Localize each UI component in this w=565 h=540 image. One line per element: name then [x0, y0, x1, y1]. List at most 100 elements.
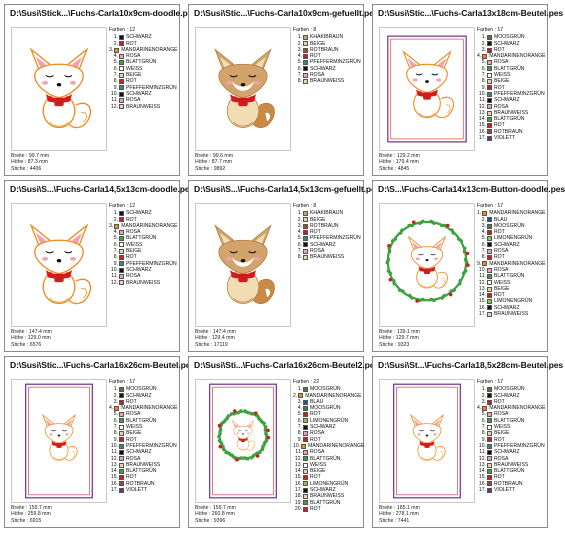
- color-swatch: [303, 500, 308, 506]
- color-row: 3. MOOSGRÜN: [477, 223, 545, 229]
- color-name: BEIGE: [310, 468, 326, 475]
- color-name: ROSA: [126, 97, 141, 104]
- color-row: 18. BRAUNWEISS: [293, 493, 361, 499]
- color-number: 14.: [478, 292, 486, 299]
- color-row: 15. ROT: [477, 474, 545, 480]
- color-number: 4.: [113, 229, 118, 236]
- color-swatch: [482, 53, 488, 59]
- color-name: ROTBRAUN: [494, 480, 523, 487]
- color-number: 5.: [481, 59, 486, 66]
- color-number: 2.: [481, 392, 486, 399]
- color-swatch: [119, 412, 124, 418]
- stitches-line: Stiche : 17119: [195, 341, 228, 348]
- color-name: PFEFFERMINZGRÜN: [494, 442, 545, 449]
- color-swatch: [119, 79, 124, 85]
- color-row: 3. ROTBRAUN: [293, 47, 361, 53]
- color-swatch: [303, 60, 308, 66]
- color-number: 13.: [478, 461, 486, 468]
- color-row: 12. ROSA: [477, 104, 545, 110]
- color-row: 6. WEISS: [109, 242, 177, 248]
- color-name: VIOLETT: [126, 487, 148, 494]
- color-number: 11.: [479, 449, 486, 456]
- color-swatch: [303, 456, 308, 462]
- color-swatch: [303, 493, 308, 499]
- color-row: 17. VIOLETT: [477, 487, 545, 493]
- design-card[interactable]: D:\Susi\S...\Fuchs-Carla14,5x13cm-doodle…: [4, 180, 194, 352]
- design-card[interactable]: D:\Susi\Sti...\Fuchs-Carla16x26cm-Beutel…: [188, 356, 379, 528]
- color-row: 10. ROSA: [477, 267, 545, 273]
- color-row: 15. ROT: [109, 474, 177, 480]
- color-row: 7. WEISS: [477, 72, 545, 78]
- color-number: 5.: [113, 235, 118, 242]
- color-row: 9. ROT: [293, 437, 361, 443]
- color-row: 7. ROSA: [293, 248, 361, 254]
- design-card[interactable]: D:\Susi\St...\Fuchs-Carla18,5x28cm-Beute…: [372, 356, 563, 528]
- color-name: BLATTGRÜN: [126, 417, 157, 424]
- color-name: ROT: [126, 216, 137, 223]
- stitches-line: Stiche : 9323: [379, 341, 410, 348]
- color-name: VIOLETT: [494, 487, 516, 494]
- color-number: 7.: [113, 72, 118, 79]
- color-name: BLATTGRÜN: [494, 468, 525, 475]
- design-stats: Breite : 129.2 mm Höhe : 179.4 mm Stiche…: [379, 153, 420, 172]
- color-swatch: [119, 104, 124, 110]
- color-number: 13.: [478, 285, 486, 292]
- color-swatch: [487, 487, 492, 493]
- color-swatch: [487, 418, 492, 424]
- color-row: 3. ROT: [109, 399, 177, 405]
- width-line: Breite : 159.7 mm: [11, 505, 52, 511]
- color-number: 4.: [297, 229, 302, 236]
- color-row: 1. SCHWARZ: [109, 210, 177, 216]
- color-name: ROT: [494, 292, 505, 299]
- color-number: 5.: [481, 411, 486, 418]
- color-name: SCHWARZ: [126, 392, 152, 399]
- color-swatch: [119, 242, 124, 248]
- color-name: PFEFFERMINZGRÜN: [494, 90, 545, 97]
- thread-color-list: Farben : 17 1. MOOSGRÜN 2. SCHWARZ 3. RO…: [477, 379, 546, 493]
- color-name: BRAUNWEISS: [126, 279, 161, 286]
- height-line: Höhe : 278.1 mm: [379, 511, 419, 518]
- color-row: 6. SCHWARZ: [477, 242, 545, 248]
- color-count: Farben : 12: [109, 27, 136, 33]
- design-stats: Breite : 159.7 mm Höhe : 260.8 mm Stiche…: [195, 505, 236, 524]
- color-name: LIMONENGRÜN: [310, 480, 349, 487]
- color-number: 7.: [113, 424, 118, 431]
- color-name: BLATTGRÜN: [494, 417, 525, 424]
- design-card[interactable]: D:\Susi\Stic...\Fuchs-Carla16x26cm-Beute…: [4, 356, 195, 528]
- color-name: ROT: [126, 40, 137, 47]
- color-swatch: [482, 405, 488, 411]
- color-row: 3. BLAU: [293, 399, 361, 405]
- color-number: 18.: [294, 493, 302, 500]
- color-row: 1. MOOSGRÜN: [109, 386, 177, 392]
- color-name: MOOSGRÜN: [494, 222, 525, 229]
- color-name: ROSA: [494, 103, 509, 110]
- design-card[interactable]: D:\Susi\Stic...\Fuchs-Carla13x18cm-Beute…: [372, 4, 563, 176]
- color-number: 1.: [297, 34, 302, 41]
- color-number: 11.: [295, 449, 302, 456]
- color-swatch: [487, 305, 492, 311]
- color-name: BEIGE: [126, 72, 142, 79]
- design-card[interactable]: D:\Susi\Stick...\Fuchs-Carla10x9cm-doodl…: [4, 4, 197, 176]
- color-row: 12. BRAUNWEISS: [109, 280, 177, 286]
- height-line: Höhe : 87.3 mm: [11, 159, 48, 166]
- color-row: 8. BEIGE: [477, 430, 545, 436]
- design-preview-image: [379, 203, 475, 327]
- color-number: 10.: [478, 90, 486, 97]
- color-name: WEISS: [494, 424, 511, 431]
- color-row: 14. BLATTGRÜN: [109, 468, 177, 474]
- design-card[interactable]: D:\S...\Fuchs-Carla14x13cm-Button-doodle…: [372, 180, 565, 352]
- color-name: WEISS: [126, 241, 143, 248]
- design-card[interactable]: D:\Susi\Stic...\Fuchs-Carla10x9cm-gefuel…: [188, 4, 379, 176]
- design-stats: Breite : 147.4 mm Höhe : 129.0 mm Stiche…: [11, 329, 52, 348]
- color-row: 3. MANDARINENORANGE: [109, 47, 178, 53]
- color-row: 14. BLATTGRÜN: [477, 116, 545, 122]
- color-row: 6. BLATTGRÜN: [109, 418, 177, 424]
- design-card[interactable]: D:\Susi\S...\Fuchs-Carla14,5x13cm-gefuel…: [188, 180, 381, 352]
- color-number: 12.: [110, 103, 118, 110]
- thread-color-list: Farben : 8 1. KHAKIBRAUN 2. BEIGE 3. ROT…: [293, 203, 361, 261]
- color-name: ROT: [126, 474, 137, 481]
- color-swatch: [303, 229, 308, 235]
- color-name: ROT: [494, 398, 505, 405]
- color-row: 7. SCHWARZ: [293, 424, 361, 430]
- color-name: MANDARINENORANGE: [489, 260, 546, 267]
